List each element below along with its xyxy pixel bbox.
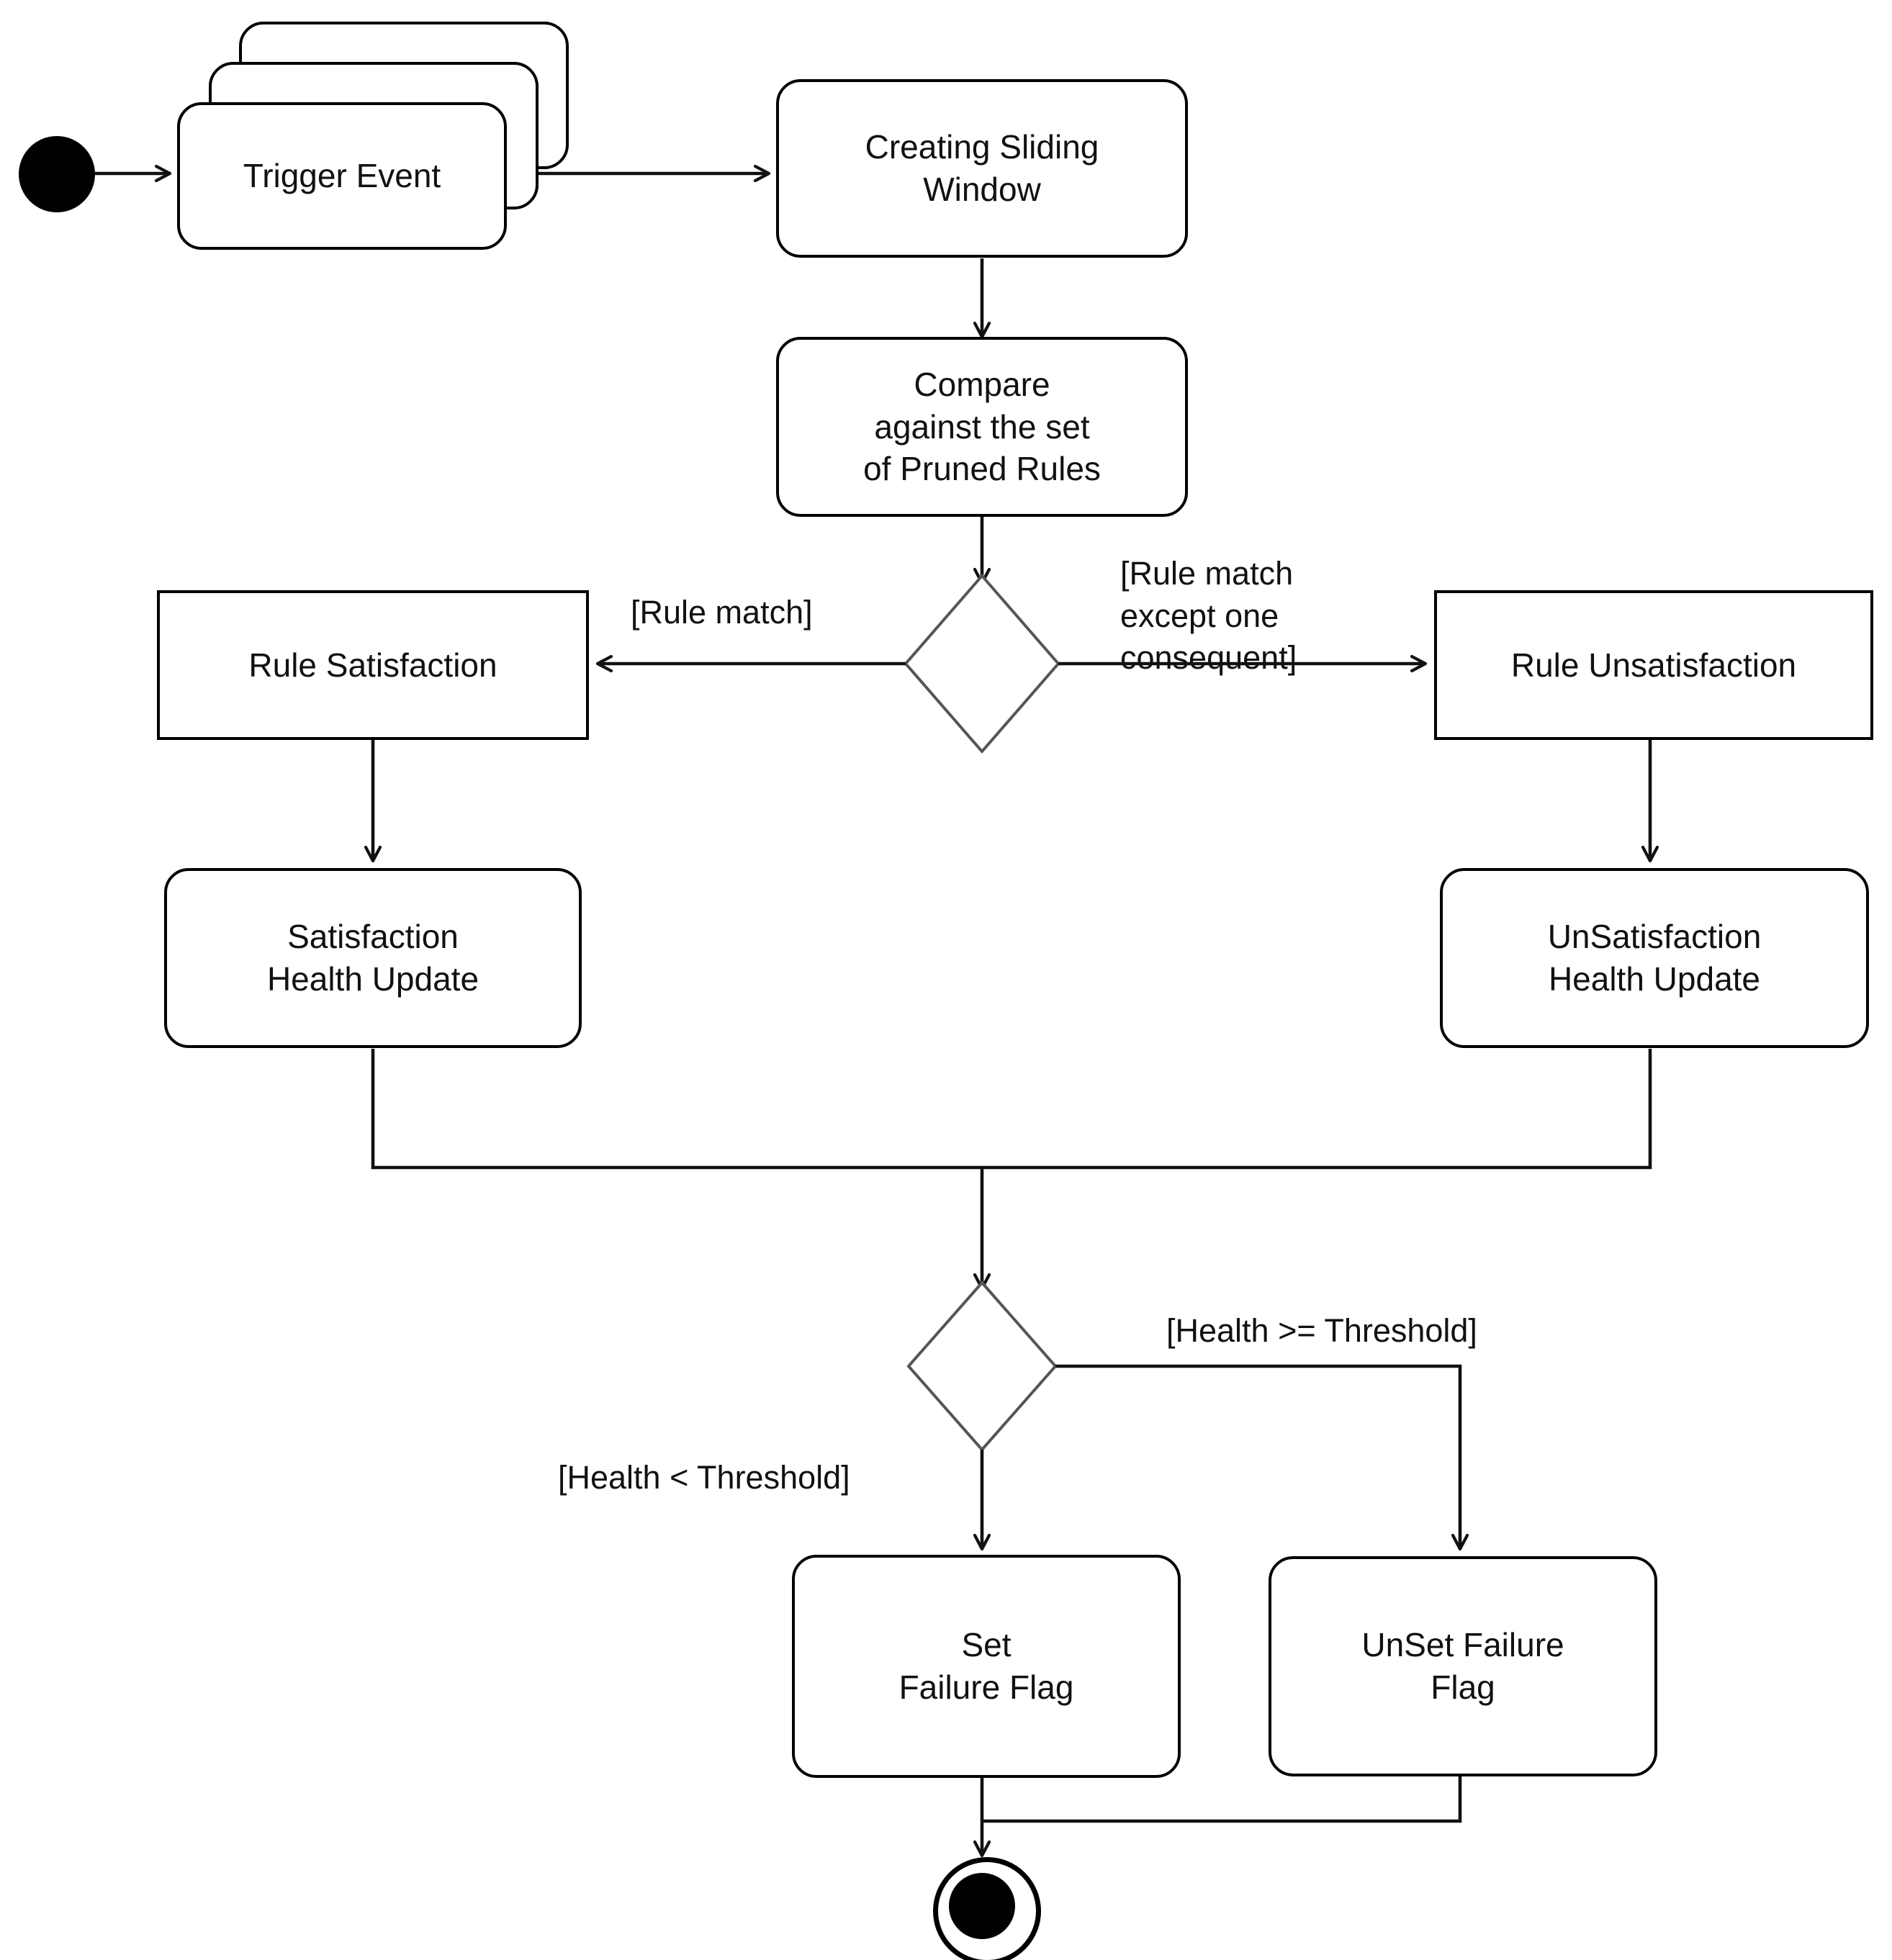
- decision-health-threshold-shape: [906, 1280, 1058, 1453]
- decision-rule-match-shape: [904, 573, 1060, 754]
- edge-unset-failure-to-final: [982, 1776, 1462, 1823]
- unsatisfaction-health-update-node[interactable]: UnSatisfaction Health Update: [1440, 868, 1869, 1048]
- initial-node: [19, 136, 95, 212]
- edge-label-rule-match: [Rule match]: [631, 594, 813, 631]
- rule-unsatisfaction-node[interactable]: Rule Unsatisfaction: [1434, 590, 1873, 740]
- unset-failure-flag-node[interactable]: UnSet Failure Flag: [1269, 1556, 1657, 1776]
- set-failure-flag-node[interactable]: Set Failure Flag: [792, 1555, 1181, 1778]
- final-node-dot: [949, 1873, 1015, 1939]
- edge-unsatisfaction-health-to-merge: [982, 1049, 1652, 1170]
- edge-satisfaction-health-to-merge: [371, 1049, 982, 1170]
- satisfaction-health-update-node[interactable]: Satisfaction Health Update: [164, 868, 582, 1048]
- compare-rules-node[interactable]: Compare against the set of Pruned Rules: [776, 337, 1188, 517]
- trigger-event-node[interactable]: Trigger Event: [177, 102, 507, 250]
- creating-sliding-window-node[interactable]: Creating Sliding Window: [776, 79, 1188, 258]
- edge-label-health-lt-threshold: [Health < Threshold]: [558, 1459, 850, 1496]
- edge-label-rule-match-except-one-consequent: [Rule match except one consequent]: [1120, 555, 1297, 676]
- edge-label-health-gte-threshold: [Health >= Threshold]: [1166, 1312, 1477, 1349]
- rule-satisfaction-node[interactable]: Rule Satisfaction: [157, 590, 589, 740]
- edge-decision2-to-unset-failure-flag: [1055, 1364, 1469, 1551]
